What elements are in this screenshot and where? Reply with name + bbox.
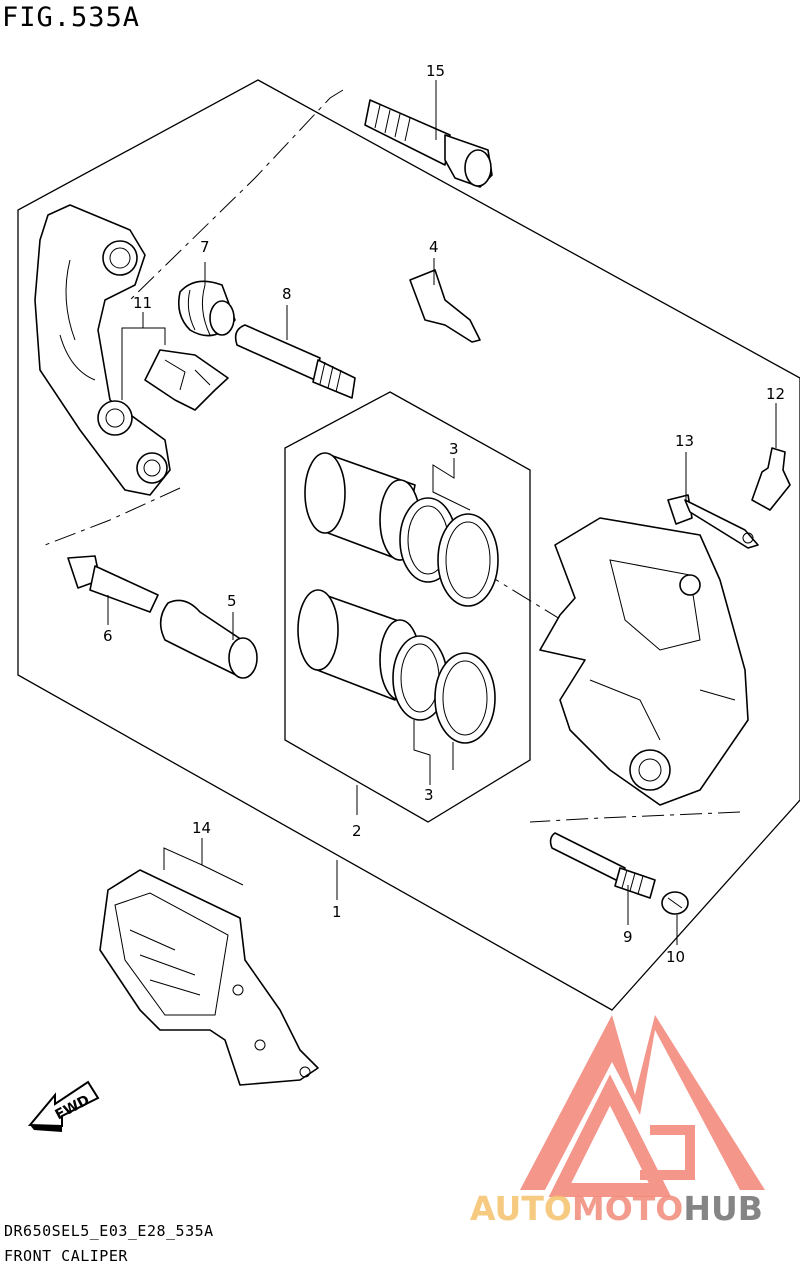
- callout-15: 15: [426, 62, 445, 80]
- part-9-pin: [549, 832, 656, 899]
- callout-10: 10: [666, 948, 685, 966]
- callout-8: 8: [282, 285, 292, 303]
- part-15-bolt: [364, 99, 493, 188]
- callout-13: 13: [675, 432, 694, 450]
- seal-upper-large: [437, 513, 499, 607]
- callout-5: 5: [227, 592, 237, 610]
- part-4-pad-spring: [409, 269, 481, 343]
- part-11-pad-retainer: [144, 349, 229, 411]
- watermark-brand-moto: MOTO: [572, 1189, 683, 1228]
- watermark-logo: [520, 1015, 765, 1197]
- part-13-bleeder-cap: [667, 494, 759, 549]
- callout-1: 1: [332, 903, 342, 921]
- part-8-pin: [234, 324, 356, 399]
- callout-3-upper: 3: [449, 440, 459, 458]
- figure-caption: FRONT CALIPER: [4, 1247, 128, 1265]
- part-6-bolt: [67, 555, 159, 613]
- piston-upper: [304, 452, 421, 561]
- callout-6: 6: [103, 627, 113, 645]
- callout-11: 11: [133, 294, 152, 312]
- seal-lower-large: [434, 652, 496, 744]
- watermark-brand-hub: HUB: [683, 1189, 763, 1228]
- part-10-plug: [661, 891, 689, 915]
- watermark-brand-auto: AUTO: [470, 1189, 572, 1228]
- part-14-disc-cover: [99, 869, 319, 1086]
- callout-7: 7: [200, 238, 210, 256]
- piston-set-outline: [284, 391, 531, 823]
- forward-direction-arrow: FWD: [27, 1080, 100, 1132]
- callout-2: 2: [352, 822, 362, 840]
- callout-3-lower: 3: [424, 786, 434, 804]
- watermark-brand: AUTOMOTOHUB: [470, 1189, 763, 1228]
- part-7-boot: [177, 280, 236, 337]
- callout-4: 4: [429, 238, 439, 256]
- part-5-boot: [159, 599, 258, 679]
- callout-9: 9: [623, 928, 633, 946]
- part-12-bleeder-valve: [751, 447, 791, 511]
- leader-lines: [107, 80, 777, 945]
- callout-14: 14: [192, 819, 211, 837]
- figure-title: FIG.535A: [2, 2, 141, 33]
- caliper-assembly-outline: [17, 79, 800, 1011]
- caliper-body: [539, 517, 749, 806]
- model-code: DR650SEL5_E03_E28_535A: [4, 1222, 214, 1240]
- callout-12: 12: [766, 385, 785, 403]
- caliper-bracket: [34, 204, 171, 496]
